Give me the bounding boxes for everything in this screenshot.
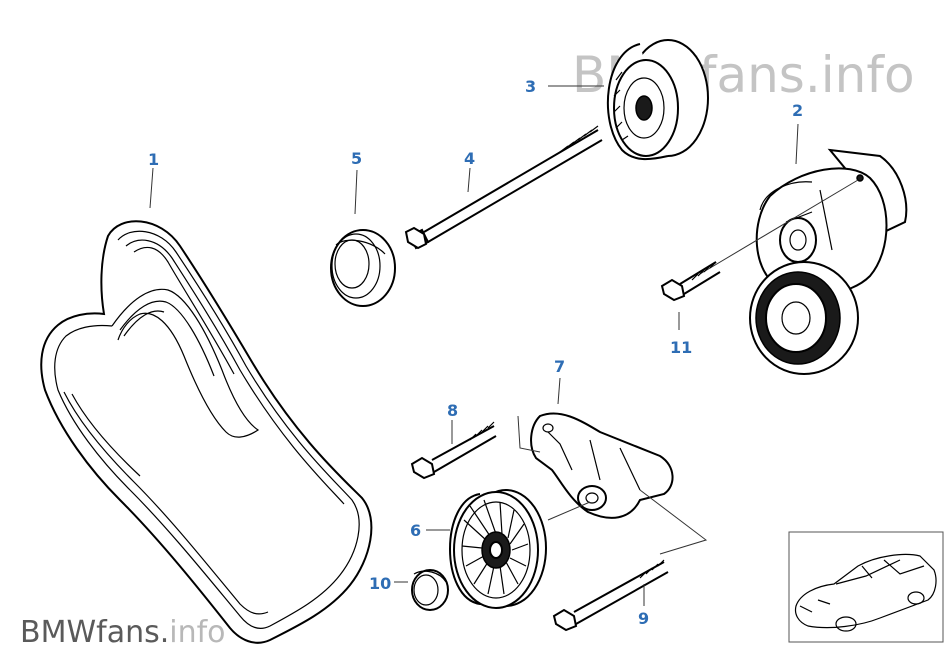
callout-leader-5 [354, 169, 358, 215]
pulley-cap[interactable] [330, 229, 396, 307]
watermark-bottom: BMWfans.info [20, 615, 226, 650]
callout-4[interactable]: 4 [464, 149, 475, 168]
callout-1[interactable]: 1 [148, 150, 159, 169]
callout-leader-4 [467, 167, 471, 193]
callout-10[interactable]: 10 [369, 574, 391, 593]
bracket-ref-line-a [517, 415, 541, 453]
belt-tensioner[interactable] [749, 148, 908, 375]
tensioner-axis-line [699, 179, 859, 275]
callout-11[interactable]: 11 [670, 338, 692, 357]
callout-leader-2 [795, 123, 799, 165]
short-bolt[interactable] [410, 421, 497, 480]
car-thumbnail[interactable] [788, 531, 944, 643]
callout-7[interactable]: 7 [554, 357, 565, 376]
bracket[interactable] [530, 412, 674, 519]
callout-3[interactable]: 3 [525, 77, 536, 96]
long-bolt[interactable] [404, 125, 603, 250]
bracket-ref-line-b [639, 489, 708, 555]
v-belt[interactable] [40, 220, 373, 644]
pulley-bolt[interactable] [552, 559, 669, 632]
callout-5[interactable]: 5 [351, 149, 362, 168]
callout-9[interactable]: 9 [638, 609, 649, 628]
callout-6[interactable]: 6 [410, 521, 421, 540]
callout-2[interactable]: 2 [792, 101, 803, 120]
ribbed-pulley[interactable] [449, 489, 547, 609]
pulley-ref-line [547, 501, 591, 521]
callout-leader-1 [149, 167, 154, 209]
deflection-pulley[interactable] [606, 39, 709, 161]
callout-8[interactable]: 8 [447, 401, 458, 420]
small-cap[interactable] [411, 569, 449, 611]
callout-leader-7 [557, 377, 561, 405]
tensioner-bolt[interactable] [660, 261, 721, 302]
